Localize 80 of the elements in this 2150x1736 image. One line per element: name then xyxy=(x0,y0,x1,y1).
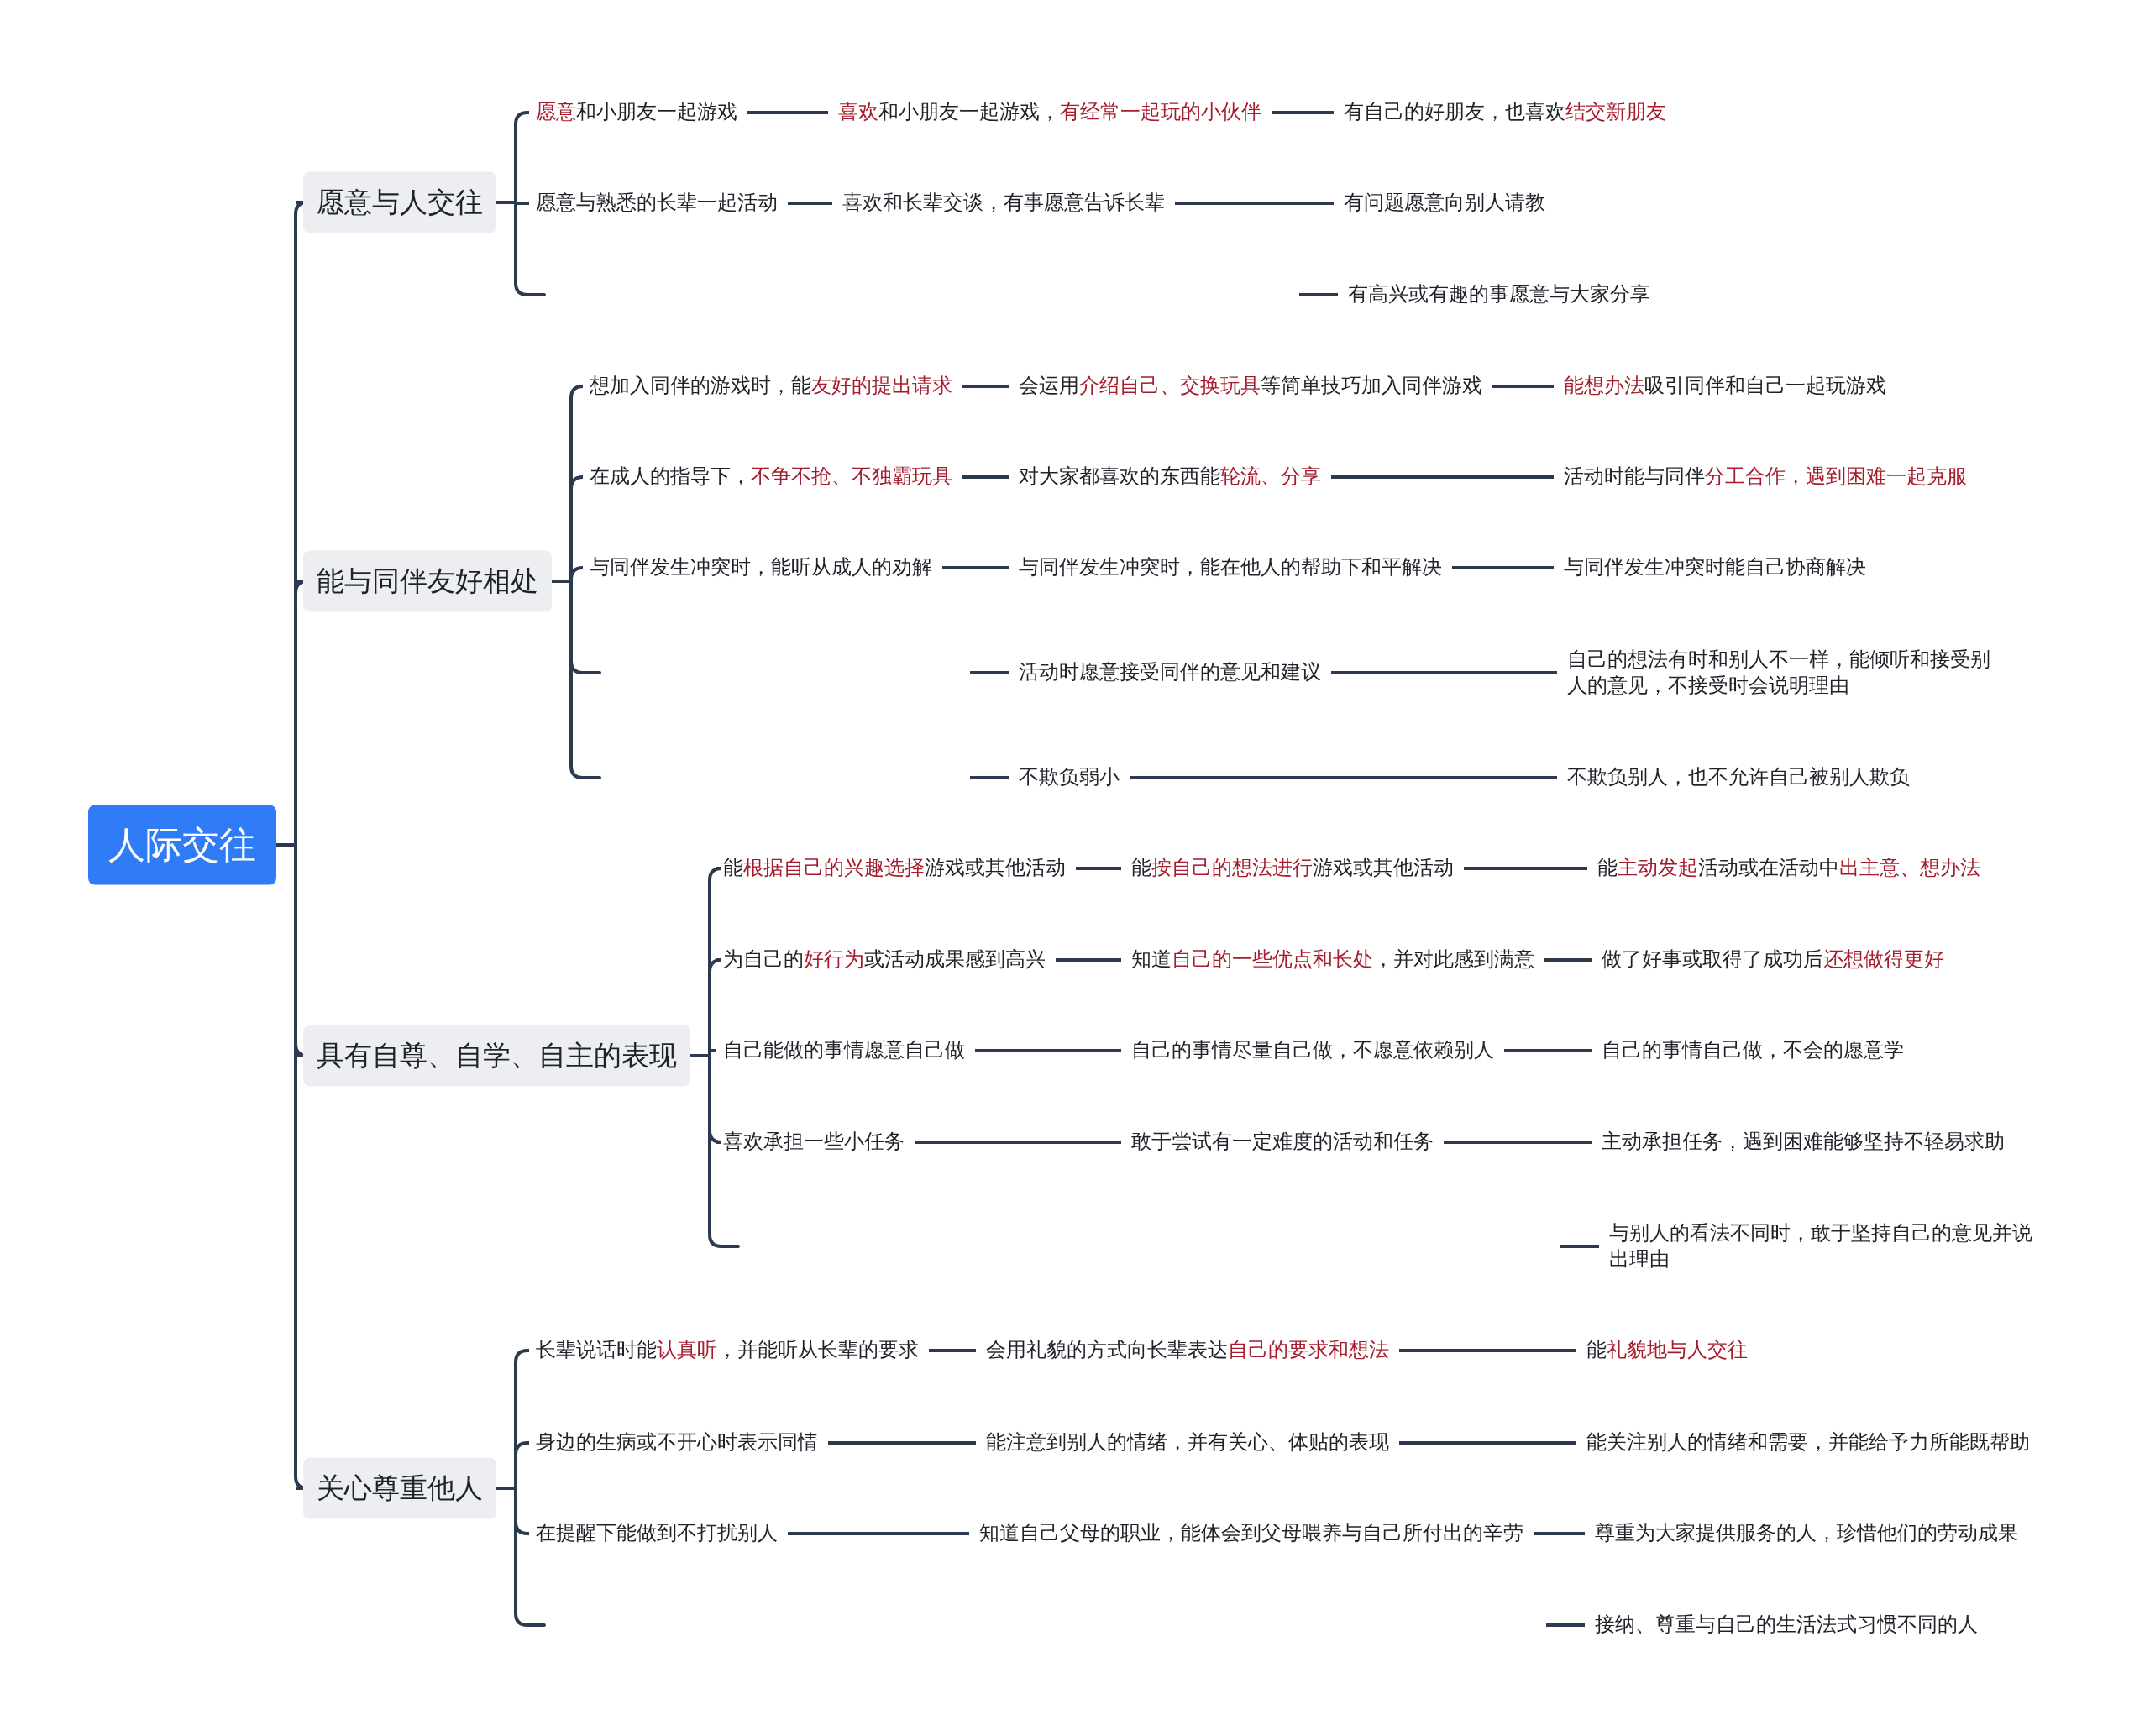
connector-line xyxy=(970,776,1009,779)
connector-line xyxy=(1299,293,1338,296)
topic-box: 能与同伴友好相处 xyxy=(303,550,552,612)
connector-line xyxy=(747,111,828,114)
connector-line xyxy=(1056,958,1121,962)
connector-line xyxy=(828,1441,976,1445)
connector-line xyxy=(1452,566,1554,569)
topic-text: 有自己的好朋友，也喜欢结交新朋友 xyxy=(1344,99,1666,126)
topic-text: 自己的事情自己做，不会的愿意学 xyxy=(1602,1037,1904,1064)
connector-line xyxy=(942,566,1009,569)
connector-line xyxy=(975,1049,1121,1052)
topic-text: 不欺负弱小 xyxy=(1019,764,1120,791)
topic-text: 能注意到别人的情绪，并有关心、体贴的表现 xyxy=(986,1429,1389,1456)
topic-text: 自己能做的事情愿意自己做 xyxy=(723,1037,965,1064)
topic-text: 能礼貌地与人交往 xyxy=(1586,1337,1748,1364)
topic-text: 与别人的看法不同时，敢于坚持自己的意见并说出理由 xyxy=(1609,1219,2046,1273)
connector-line xyxy=(962,475,1009,479)
topic-text: 尊重为大家提供服务的人，珍惜他们的劳动成果 xyxy=(1595,1520,2018,1547)
connector-line xyxy=(1272,111,1334,114)
topic-text: 喜欢承担一些小任务 xyxy=(723,1129,905,1156)
topic-text: 会运用介绍自己、交换玩具等简单技巧加入同伴游戏 xyxy=(1019,373,1482,400)
topic-text: 对大家都喜欢的东西能轮流、分享 xyxy=(1019,464,1321,490)
connector-line xyxy=(1544,958,1592,962)
topic-text: 知道自己的一些优点和长处，并对此感到满意 xyxy=(1131,947,1534,973)
central-topic-box: 人际交往 xyxy=(88,805,276,885)
connector-line xyxy=(788,1532,969,1535)
topic-text: 与同伴发生冲突时能自己协商解决 xyxy=(1564,554,1866,581)
topic-text: 能根据自己的兴趣选择游戏或其他活动 xyxy=(723,855,1066,882)
topic-text: 自己的事情尽量自己做，不愿意依赖别人 xyxy=(1131,1037,1494,1064)
bracket-line xyxy=(496,201,529,205)
connector-line xyxy=(1175,202,1334,205)
topic-text: 主动承担任务，遇到困难能够坚持不轻易求助 xyxy=(1602,1129,2005,1156)
connector-line xyxy=(970,671,1009,674)
connector-line xyxy=(1464,867,1587,870)
connector-line xyxy=(929,1349,976,1352)
topic-text: 能主动发起活动或在活动中出主意、想办法 xyxy=(1597,855,1980,882)
connector-line xyxy=(1399,1441,1576,1445)
connector-line xyxy=(1130,776,1557,779)
topic-text: 长辈说话时能认真听，并能听从长辈的要求 xyxy=(536,1337,919,1364)
topic-box: 具有自尊、自学、自主的表现 xyxy=(303,1025,690,1087)
topic-text: 能按自己的想法进行游戏或其他活动 xyxy=(1131,855,1454,882)
topic-text: 愿意和小朋友一起游戏 xyxy=(536,99,737,126)
topic-text: 与同伴发生冲突时，能在他人的帮助下和平解决 xyxy=(1019,554,1442,581)
topic-text: 喜欢和小朋友一起游戏，有经常一起玩的小伙伴 xyxy=(838,99,1261,126)
topic-text: 为自己的好行为或活动成果感到高兴 xyxy=(723,947,1046,973)
topic-text: 能关注别人的情绪和需要，并能给予力所能既帮助 xyxy=(1586,1429,2030,1456)
topic-text: 有高兴或有趣的事愿意与大家分享 xyxy=(1348,281,1650,308)
connector-line xyxy=(1331,671,1557,674)
topic-text: 有问题愿意向别人请教 xyxy=(1344,190,1545,217)
connector-line xyxy=(788,202,832,205)
topic-text: 不欺负别人，也不允许自己被别人欺负 xyxy=(1567,764,1910,791)
topic-text: 愿意与熟悉的长辈一起活动 xyxy=(536,190,778,217)
connector-line xyxy=(962,385,1009,388)
topic-text: 喜欢和长辈交谈，有事愿意告诉长辈 xyxy=(842,190,1165,217)
connector-line xyxy=(1076,867,1121,870)
connector-line xyxy=(1546,1623,1585,1627)
connector-line xyxy=(1534,1532,1585,1535)
topic-text: 接纳、尊重与自己的生活法式习惯不同的人 xyxy=(1595,1612,1978,1639)
topic-box: 关心尊重他人 xyxy=(303,1457,496,1519)
topic-text: 能想办法吸引同伴和自己一起玩游戏 xyxy=(1564,373,1886,400)
topic-text: 想加入同伴的游戏时，能友好的提出请求 xyxy=(590,373,952,400)
connector-line xyxy=(1444,1141,1592,1144)
topic-text: 会用礼貌的方式向长辈表达自己的要求和想法 xyxy=(986,1337,1389,1364)
connector-line xyxy=(1399,1349,1576,1352)
topic-text: 活动时愿意接受同伴的意见和建议 xyxy=(1019,659,1321,686)
connector-line xyxy=(1331,475,1554,479)
connector-line xyxy=(915,1141,1121,1144)
topic-box: 愿意与人交往 xyxy=(303,171,496,233)
connector-line xyxy=(1560,1245,1599,1248)
topic-text: 做了好事或取得了成功后还想做得更好 xyxy=(1602,947,1944,973)
topic-text: 与同伴发生冲突时，能听从成人的劝解 xyxy=(590,554,932,581)
topic-text: 活动时能与同伴分工合作，遇到困难一起克服 xyxy=(1564,464,1967,490)
topic-text: 自己的想法有时和别人不一样，能倾听和接受别人的意见，不接受时会说明理由 xyxy=(1567,646,1995,700)
topic-text: 知道自己父母的职业，能体会到父母喂养与自己所付出的辛劳 xyxy=(979,1520,1523,1547)
topic-text: 在提醒下能做到不打扰别人 xyxy=(536,1520,778,1547)
topic-text: 敢于尝试有一定难度的活动和任务 xyxy=(1131,1129,1434,1156)
topic-text: 身边的生病或不开心时表示同情 xyxy=(536,1429,818,1456)
topic-text: 在成人的指导下，不争不抢、不独霸玩具 xyxy=(590,464,952,490)
connector-line xyxy=(1492,385,1554,388)
connector-line xyxy=(1504,1049,1592,1052)
